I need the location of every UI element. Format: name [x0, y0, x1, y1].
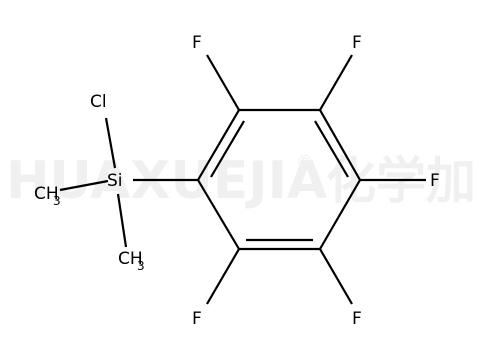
bond-si-ch3-lower [116, 193, 128, 248]
bond-ring-c3-c4 [319, 109, 361, 181]
atom-ch3-upper-sub: 3 [53, 194, 61, 208]
bond-ring-c6-c1 [197, 179, 240, 250]
atom-labels: Si Cl CH 3 CH 3 F F F F F [34, 33, 440, 329]
bond-si-cl [104, 117, 117, 169]
atom-si: Si [107, 171, 123, 191]
bond-si-ch3-upper [59, 179, 109, 192]
atom-f-bottom-right: F [352, 309, 362, 329]
watermark-registered: ® [296, 152, 314, 173]
atom-ch3-upper-main: CH [34, 184, 59, 204]
bond-cf-bottom-left [206, 248, 240, 305]
bond-ring-double-c1-c2 [210, 120, 245, 178]
atom-ch3-lower-main: CH [118, 249, 143, 269]
atom-cl: Cl [90, 92, 107, 112]
bonds [59, 54, 426, 305]
atom-f-top-right: F [352, 33, 362, 53]
bond-cf-top-right [319, 54, 353, 111]
bond-cf-bottom-right [319, 248, 353, 305]
bond-cf-top-left [206, 54, 240, 111]
atom-ch3-lower-sub: 3 [137, 259, 145, 273]
atom-f-top-left: F [192, 33, 202, 53]
atom-ch3-upper: CH 3 [34, 184, 61, 208]
atom-f-right: F [430, 171, 440, 191]
bond-ring-double-c3-c4 [314, 120, 349, 178]
atom-ch3-lower: CH 3 [118, 249, 145, 273]
bond-ring-c4-c5 [319, 179, 361, 250]
atom-f-bottom-left: F [192, 309, 202, 329]
bond-ring-c1-c2 [197, 109, 240, 181]
